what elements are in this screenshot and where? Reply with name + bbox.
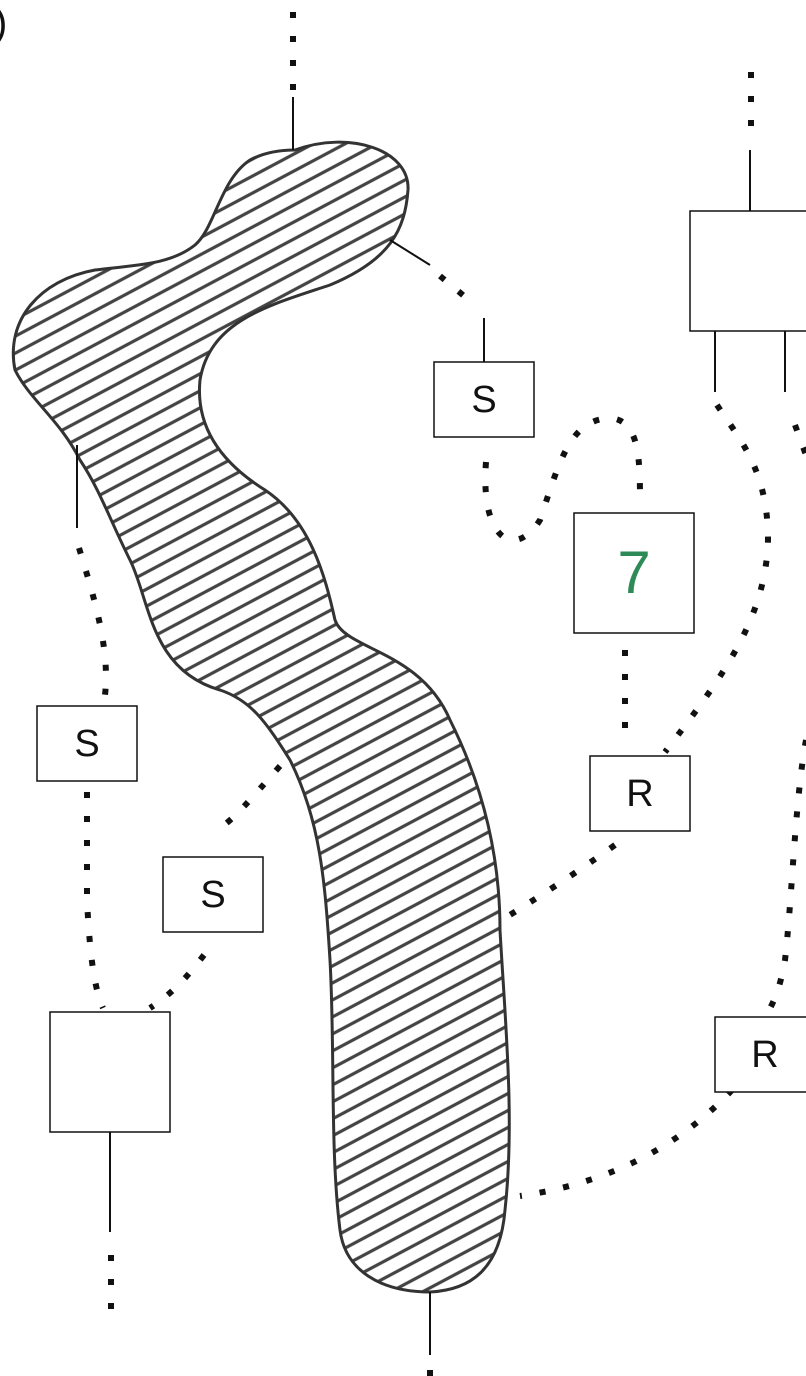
number-label: 7 [617, 539, 650, 606]
blank-box-bottom-left [50, 1012, 170, 1132]
connector-line [390, 240, 430, 265]
box-label: S [74, 723, 99, 765]
dotted-connector [87, 792, 103, 1008]
s-box-middle: S [163, 857, 263, 932]
dotted-connector [220, 766, 280, 828]
box-label: S [471, 379, 496, 421]
r-box-right: R [715, 1017, 806, 1092]
r-box-middle: R [590, 756, 690, 831]
dotted-connector [150, 955, 204, 1008]
dotted-connector [505, 845, 615, 918]
dotted-connector [520, 1072, 748, 1196]
dotted-connector [768, 740, 806, 1012]
blank-box-top-right [690, 211, 806, 331]
s-box-top: S [434, 362, 534, 437]
box-label: R [626, 773, 653, 815]
panel-tag: ) [0, 1, 7, 45]
box-label: S [200, 874, 225, 916]
s-box-left: S [37, 706, 137, 781]
dotted-connector [795, 425, 806, 455]
number-box: 7 [574, 513, 694, 633]
dotted-connector [440, 276, 476, 306]
dotted-connector [79, 548, 106, 695]
box-label: R [751, 1034, 778, 1076]
